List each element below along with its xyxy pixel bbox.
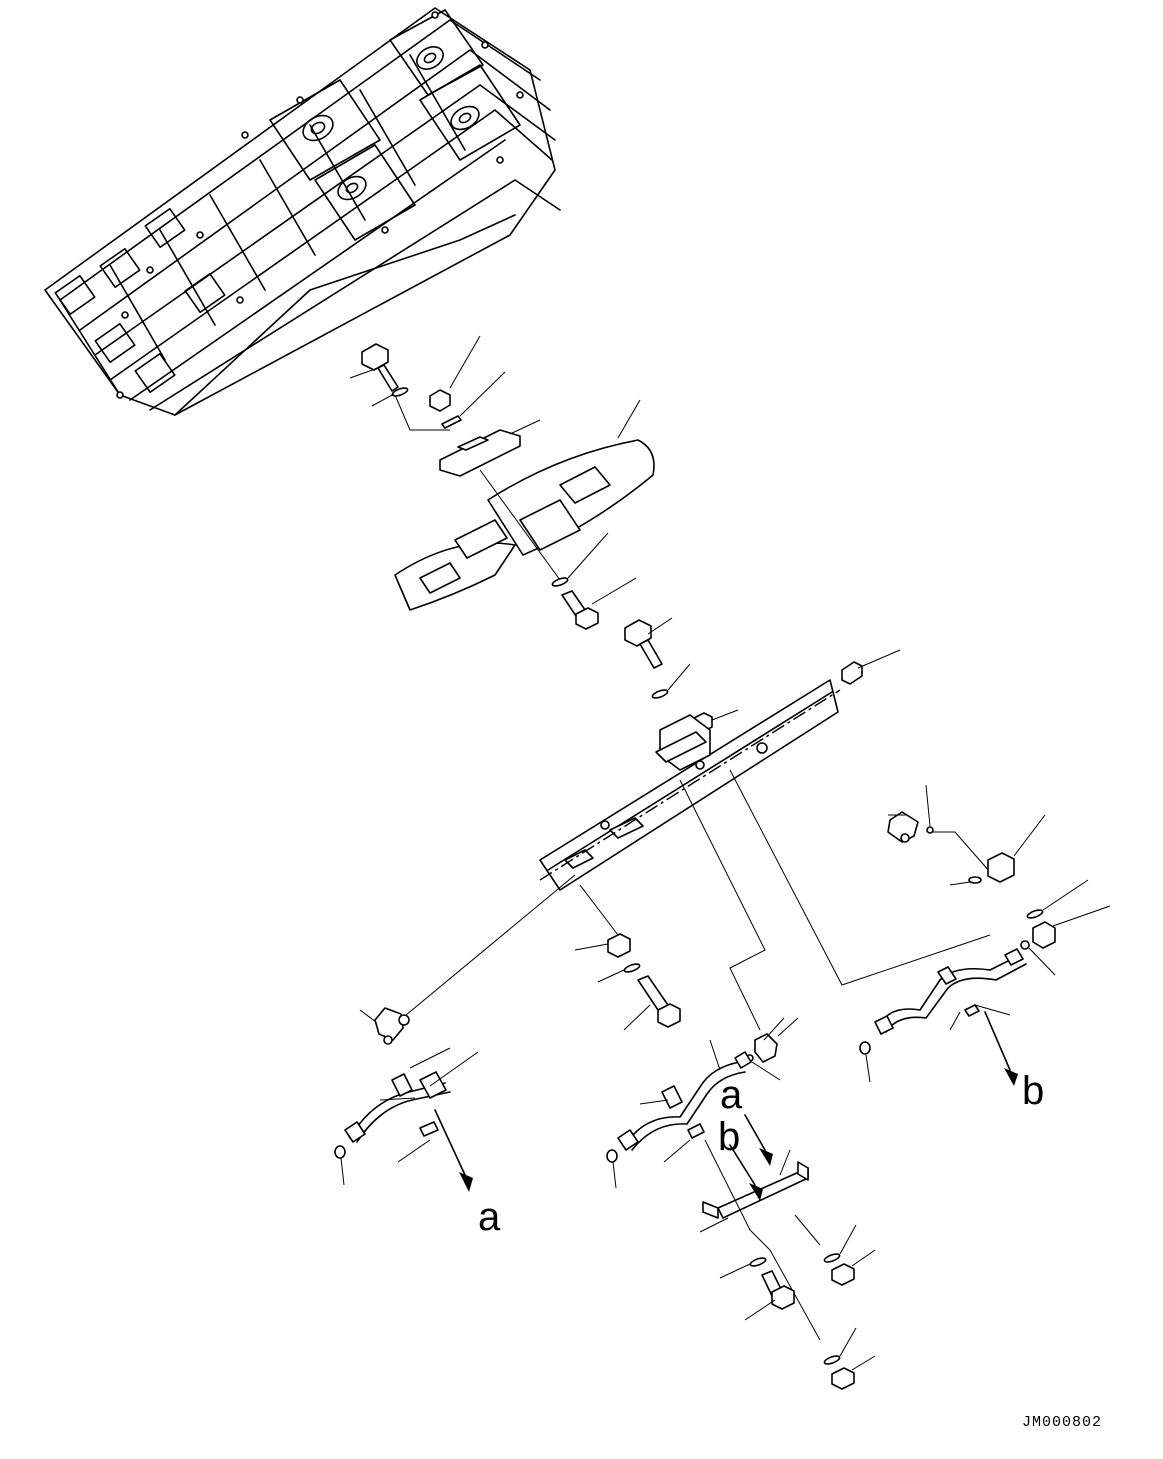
leader-left-pipe <box>399 874 576 1021</box>
clamp-centerline-right <box>794 1214 821 1246</box>
left-pipe-oring <box>334 1145 346 1186</box>
label-a-center: a <box>720 1073 743 1117</box>
engine-block-assembly <box>44 7 561 416</box>
upper-mount-washer <box>371 387 409 407</box>
clamp-washer-right-bottom <box>823 1327 857 1365</box>
arrow-a-left <box>434 1109 473 1192</box>
upper-mount-bolt <box>349 343 399 392</box>
right-small-oring <box>925 784 934 834</box>
left-elbow-fitting <box>359 1007 404 1045</box>
drawing-code: JM000802 <box>1022 1414 1102 1431</box>
center-pipe-assembly <box>617 1039 752 1163</box>
mount-bolt-center <box>624 617 673 669</box>
arrow-b-center <box>729 1144 763 1201</box>
right-adapter-fitting <box>1032 905 1111 949</box>
right-pipe-assembly <box>874 948 1027 1035</box>
left-pipe-assembly <box>344 1047 479 1163</box>
leader-center-pipe <box>679 779 766 1031</box>
fan-bracket <box>394 399 655 611</box>
clamp-washer-right-top <box>823 1224 857 1263</box>
center-sensor <box>841 649 901 685</box>
lower-fan-washer <box>551 532 609 587</box>
clamp-nut-right-bottom <box>831 1355 876 1390</box>
mount-cushion <box>439 419 541 477</box>
leader-center-nut <box>579 884 619 936</box>
arrow-b-right <box>984 1011 1018 1086</box>
clamp-washer-left <box>719 1257 767 1279</box>
left-oring <box>398 1014 410 1026</box>
valve-cover-4 <box>314 144 416 241</box>
center-elbow-fitting <box>754 1017 799 1063</box>
leader-right-pipe <box>729 769 991 986</box>
right-oring-2 <box>949 876 982 886</box>
block-centerline <box>394 394 450 431</box>
fan-axis <box>479 469 561 581</box>
label-a-lower-left: a <box>478 1195 501 1239</box>
center-pipe-oring <box>606 1149 618 1189</box>
leader-right-fittings <box>932 831 991 873</box>
center-clamp-bracket <box>699 1149 809 1233</box>
center-lower-bolt <box>623 975 681 1031</box>
label-b-right: b <box>1022 1069 1044 1113</box>
right-pipe-oring <box>859 1041 871 1083</box>
arrow-a-center <box>744 1114 773 1166</box>
clamp-nut-right-top <box>831 1249 876 1286</box>
center-washer <box>651 663 691 699</box>
valve-cover-3 <box>419 64 521 161</box>
manifold-bar <box>539 679 841 891</box>
upper-mount-spring-pin <box>441 371 506 429</box>
clamp-centerline <box>704 1139 821 1341</box>
right-elbow-fitting <box>887 811 919 843</box>
lower-fan-bolt <box>561 577 637 630</box>
right-oring-3 <box>1020 940 1056 976</box>
clamp-bolt-left <box>744 1270 795 1321</box>
valve-cover-2 <box>389 9 484 96</box>
right-union-nut <box>987 814 1046 883</box>
center-nut <box>574 933 631 958</box>
center-lower-washer <box>597 963 641 983</box>
upper-mount-nut <box>429 335 481 412</box>
block-bolts <box>116 11 524 399</box>
label-b-center: b <box>718 1115 740 1159</box>
valve-cover-1 <box>269 79 381 181</box>
right-washer-2 <box>1026 879 1089 919</box>
